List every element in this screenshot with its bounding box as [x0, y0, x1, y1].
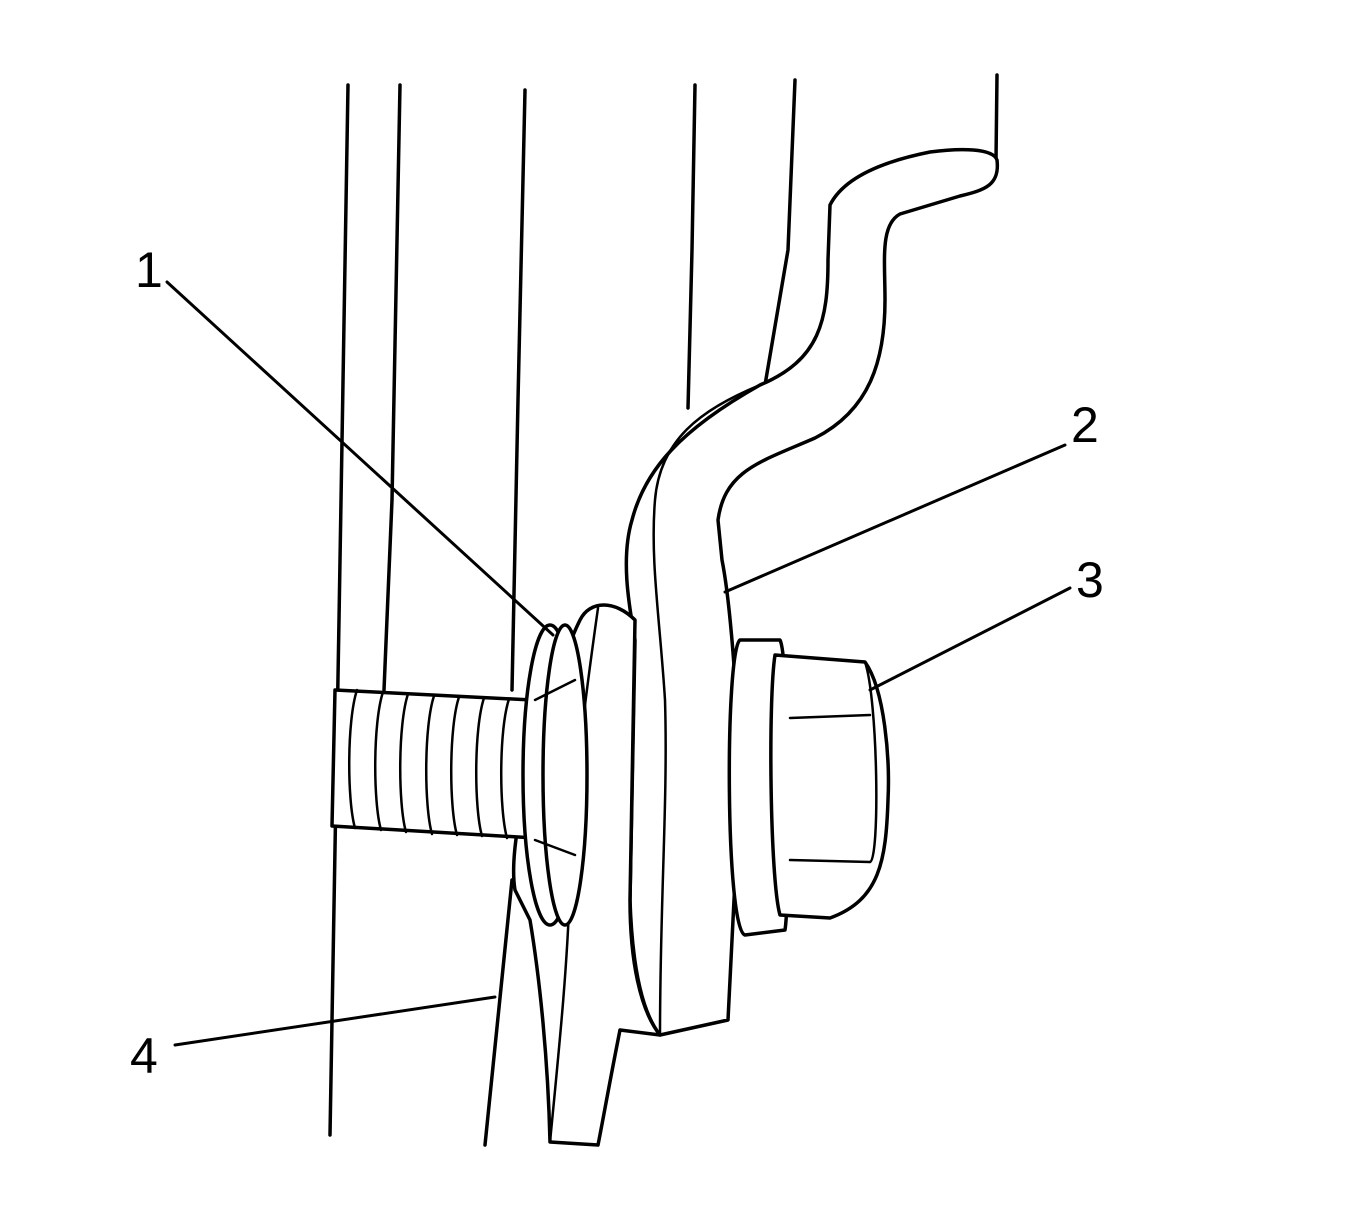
- nut-icon: [727, 638, 891, 937]
- bolt-icon: [330, 688, 537, 840]
- leader-lines: [165, 280, 1072, 1047]
- callout-labels: 1 2 3 4: [130, 242, 1104, 1084]
- washer-chamfer-bottom: [533, 838, 577, 857]
- rail-outer-edge: [483, 878, 514, 1147]
- callout-4: 4: [130, 1028, 158, 1084]
- frame-line-5: [763, 78, 797, 387]
- washer-icon: [521, 623, 589, 927]
- frame-line-left: [328, 83, 350, 1137]
- frame-line-6: [994, 73, 999, 162]
- nut-facet-top: [788, 713, 872, 720]
- nut-facet-bottom: [788, 858, 872, 864]
- frame-line-3: [510, 88, 527, 692]
- leader-4: [173, 995, 497, 1047]
- frame-line-2: [382, 83, 402, 692]
- washer-chamfer-top: [533, 678, 577, 702]
- nut-edge: [863, 660, 878, 864]
- callout-1: 1: [135, 242, 163, 298]
- bolt-threads: [348, 688, 511, 840]
- leader-1: [165, 280, 555, 637]
- callout-3: 3: [1076, 552, 1104, 608]
- bracket-edge: [652, 383, 762, 1037]
- leader-2: [723, 443, 1067, 594]
- frame-line-4: [686, 83, 697, 410]
- callout-2: 2: [1071, 397, 1099, 453]
- leader-3: [868, 586, 1072, 692]
- frame-lines: [328, 73, 999, 1137]
